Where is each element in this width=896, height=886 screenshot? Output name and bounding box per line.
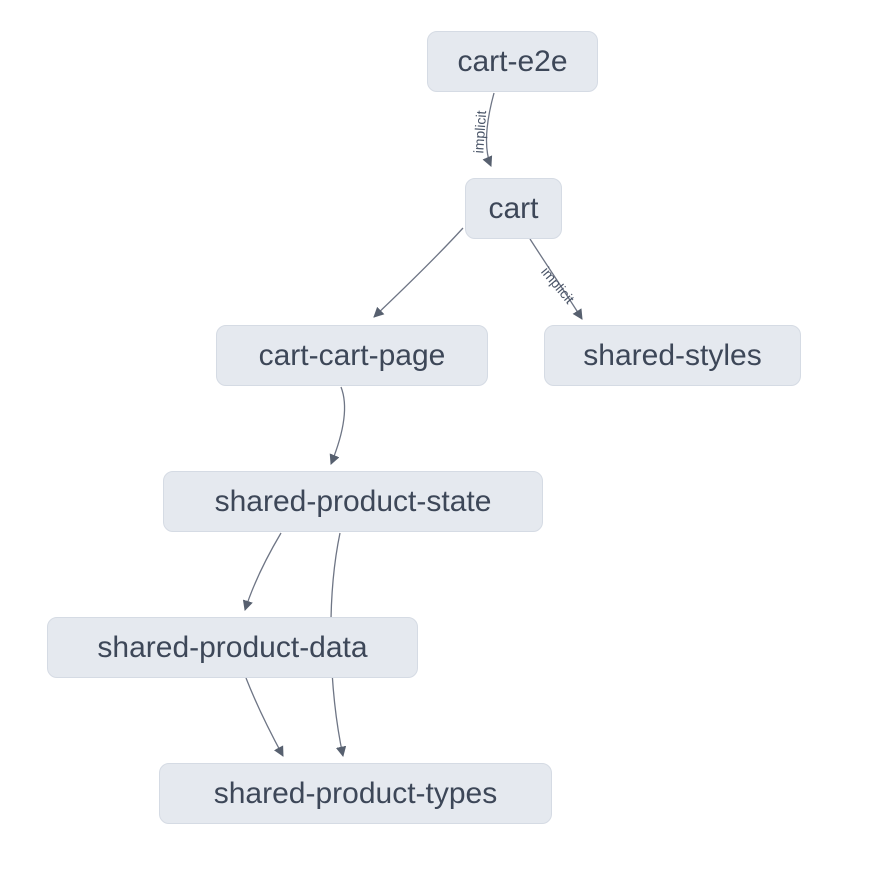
edge-cart-to-cart-cart-page bbox=[373, 227, 464, 318]
edge-shared-product-data-to-shared-product-types bbox=[245, 677, 284, 757]
graph-node-shared-product-state[interactable]: shared-product-state bbox=[163, 471, 543, 532]
graph-node-cart-cart-page[interactable]: cart-cart-page bbox=[216, 325, 488, 386]
edge-cart-e2e-to-cart bbox=[482, 92, 495, 167]
node-label-shared-product-types: shared-product-types bbox=[213, 776, 498, 810]
graph-node-shared-styles[interactable]: shared-styles bbox=[544, 325, 801, 386]
node-label-cart: cart bbox=[488, 191, 539, 225]
node-label-cart-e2e: cart-e2e bbox=[457, 44, 568, 78]
node-label-shared-styles: shared-styles bbox=[583, 338, 762, 372]
edge-shared-product-state-to-shared-product-data bbox=[242, 532, 282, 611]
edge-label-implicit-cart-e2e: implicit bbox=[470, 110, 489, 154]
edge-cart-to-shared-styles bbox=[529, 238, 583, 320]
graph-node-cart[interactable]: cart bbox=[465, 178, 562, 239]
edge-label-implicit-shared-styles: implicit bbox=[538, 264, 578, 307]
node-label-cart-cart-page: cart-cart-page bbox=[258, 338, 446, 372]
node-label-shared-product-state: shared-product-state bbox=[214, 484, 492, 518]
graph-node-cart-e2e[interactable]: cart-e2e bbox=[427, 31, 598, 92]
graph-node-shared-product-data[interactable]: shared-product-data bbox=[47, 617, 418, 678]
graph-node-shared-product-types[interactable]: shared-product-types bbox=[159, 763, 552, 824]
node-label-shared-product-data: shared-product-data bbox=[97, 630, 368, 664]
edge-cart-cart-page-to-shared-product-state bbox=[329, 386, 346, 465]
